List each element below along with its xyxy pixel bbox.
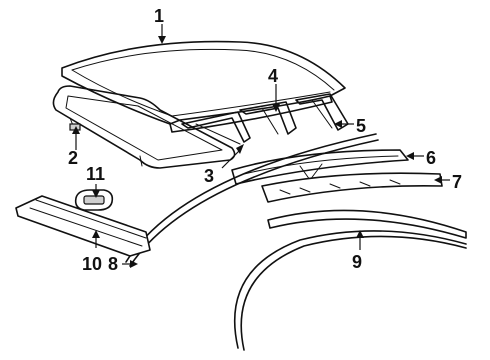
callout-1: 1: [154, 6, 164, 26]
callout-9: 9: [352, 252, 362, 272]
leader-lines: [72, 24, 450, 268]
callout-6: 6: [426, 148, 436, 168]
callout-3: 3: [204, 166, 214, 186]
part-7-side-rail-outer: [261, 172, 443, 203]
part-4-center-bow: [239, 101, 297, 135]
callout-2: 2: [68, 148, 78, 168]
callout-labels: 1 2 3 4 5 6 7 8 9 10 11: [68, 6, 462, 274]
part-5-rear-bow: [295, 93, 349, 131]
callout-8: 8: [108, 254, 118, 274]
callout-7: 7: [452, 172, 462, 192]
callout-11: 11: [86, 164, 105, 184]
part-10-header-panel: [15, 195, 151, 257]
part-11-dome-lamp: [74, 189, 114, 211]
part-9-drip-molding: [233, 209, 467, 351]
callout-4: 4: [268, 66, 278, 86]
part-3-front-bow: [181, 111, 251, 145]
callout-10: 10: [82, 254, 102, 274]
part-1-roof-panel: [61, 40, 346, 133]
callout-5: 5: [356, 116, 366, 136]
